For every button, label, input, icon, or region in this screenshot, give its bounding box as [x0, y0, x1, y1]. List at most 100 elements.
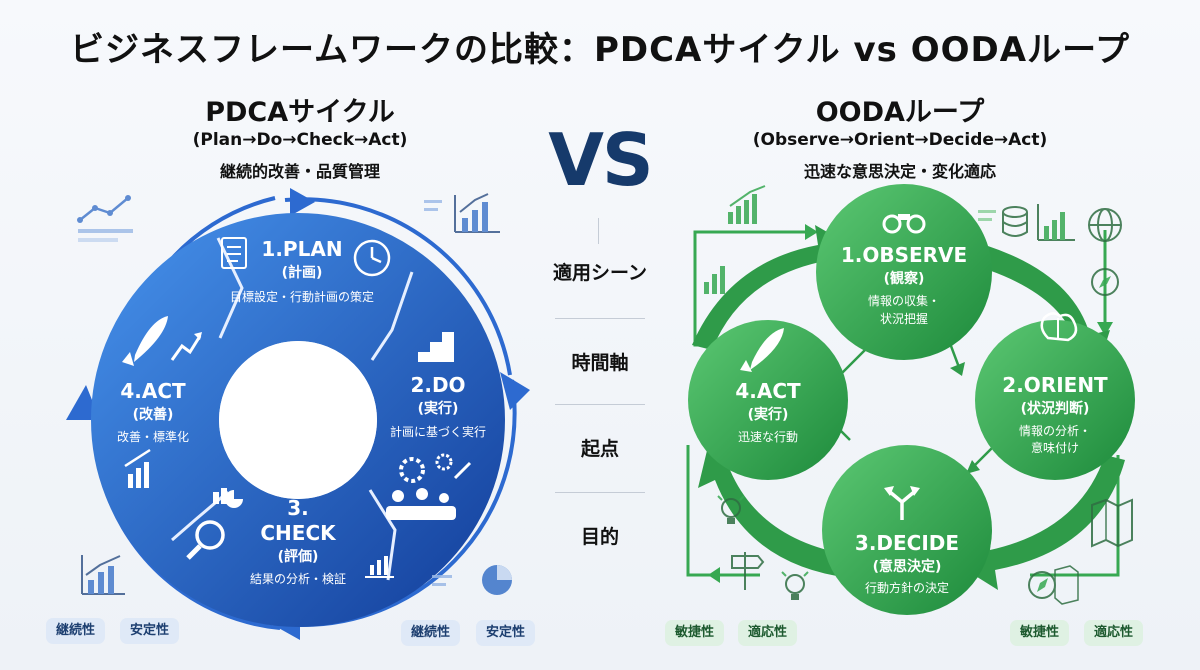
brain-icon [1040, 312, 1078, 342]
binoculars-icon [882, 214, 926, 234]
pie-chart-icon [432, 565, 512, 595]
pdca-tag-stability: 安定性 [476, 620, 536, 646]
line-chart-icon [365, 556, 394, 578]
bar-chart-icon [424, 193, 500, 233]
ooda-decide-name: 3.DECIDE [855, 531, 959, 555]
rocket-icon [122, 316, 168, 366]
pdca-check-jp: (評価) [278, 548, 319, 565]
pdca-title: PDCAサイクル [205, 97, 395, 128]
lightbulb-icon [781, 571, 809, 600]
pdca-divider [370, 271, 414, 361]
rocket-icon [740, 328, 784, 372]
ooda-tag-adaptability: 適応性 [738, 620, 798, 646]
mid-label-scene: 適用シーン [552, 262, 648, 284]
database-icon [978, 206, 1028, 237]
signpost-icon [731, 552, 765, 590]
ooda-arrow-head [708, 567, 720, 583]
ooda-orient-desc: 情報の分析・ [1019, 424, 1091, 438]
pdca-act-desc: 改善・標準化 [117, 429, 189, 444]
ooda-feedback-line [1030, 455, 1120, 577]
pdca-check-desc: 結果の分析・検証 [250, 572, 346, 586]
ooda-arrow-head [1097, 322, 1113, 336]
pdca-ring [91, 213, 505, 627]
clock-icon [353, 239, 391, 277]
ooda-act-name: 4.ACT [735, 379, 801, 403]
mid-label-time: 時間軸 [571, 352, 629, 374]
pdca-cycle-diagram: 1.PLAN (計画) 目標設定・行動計画の策定 2.DO (実行) 計画に基づ… [66, 188, 530, 640]
ooda-decide-node [822, 445, 992, 615]
globe-icon [1088, 208, 1122, 242]
lightbulb-icon [717, 495, 745, 524]
mid-divider [555, 404, 645, 405]
pdca-do-jp: (実行) [418, 400, 459, 417]
ooda-observe-name: 1.OBSERVE [841, 243, 967, 267]
mid-label-purpose: 目的 [580, 526, 619, 548]
pdca-divider [368, 489, 397, 581]
map-icon [1091, 498, 1133, 548]
compass-icon [1091, 268, 1119, 296]
pdca-subtitle: (Plan→Do→Check→Act) [192, 130, 408, 150]
magnifier-icon [186, 520, 225, 560]
pdca-plan-desc: 目標設定・行動計画の策定 [230, 289, 374, 304]
pie-chart-icon [213, 488, 243, 508]
team-icon [386, 488, 456, 520]
mid-divider-top [598, 218, 599, 244]
ooda-orient-jp: (状況判断) [1021, 400, 1090, 417]
pdca-check-num: 3. [287, 496, 309, 520]
ooda-act-node [688, 320, 848, 480]
pdca-plan-name: 1.PLAN [261, 237, 342, 261]
ooda-tag-adaptability: 適応性 [1084, 620, 1144, 646]
pdca-tag-stability: 安定性 [120, 618, 180, 644]
ooda-act-jp: (実行) [748, 406, 789, 423]
pdca-check-name: CHECK [260, 521, 337, 545]
pdca-arrow-head [500, 372, 530, 410]
ooda-title: OODAループ [815, 97, 985, 128]
bar-chart-icon [1037, 204, 1075, 241]
vs-label: VS [548, 118, 654, 202]
ooda-loop-diagram: 1.OBSERVE (観察) 情報の収集・ 状況把握 2.ORIENT (状況判… [686, 184, 1135, 615]
ooda-observe-jp: (観察) [884, 270, 925, 287]
bar-chart-icon [728, 185, 766, 224]
pdca-act-jp: (改善) [133, 406, 174, 423]
line-chart-icon [77, 195, 133, 242]
bar-chart-icon [81, 555, 125, 595]
ooda-orient-name: 2.ORIENT [1002, 373, 1108, 397]
pdca-act-name: 4.ACT [120, 379, 186, 403]
pdca-center [219, 341, 377, 499]
gears-icon [399, 453, 472, 483]
ooda-observe-desc: 情報の収集・ [868, 293, 940, 308]
pdca-divider [216, 237, 244, 339]
pdca-outer-arrow [284, 197, 512, 376]
pdca-do-desc: 計画に基づく実行 [390, 424, 486, 439]
bar-chart-icon [704, 266, 725, 294]
bar-chart-icon [124, 448, 151, 488]
mid-divider [555, 492, 645, 493]
notepad-icon [221, 237, 247, 269]
ooda-decide-desc: 行動方針の決定 [865, 580, 949, 595]
pdca-arrow-head [290, 188, 315, 216]
ooda-feedback-line [686, 445, 760, 577]
ooda-observe-node [816, 184, 992, 360]
ooda-flow-arrow [950, 455, 1125, 590]
ooda-decide-jp: (意思決定) [873, 558, 942, 575]
growth-arrow-icon [170, 332, 202, 361]
stairs-icon [418, 332, 454, 362]
ooda-tag-agility: 敏捷性 [1010, 620, 1070, 646]
mid-divider [555, 318, 645, 319]
ooda-desc: 迅速な意思決定・変化適応 [803, 162, 996, 181]
ooda-observe-desc2: 状況把握 [880, 311, 928, 326]
pdca-tag-continuity: 継続性 [401, 620, 461, 646]
compass-icon [1028, 565, 1079, 605]
pdca-do-name: 2.DO [410, 373, 465, 397]
ooda-subtitle: (Observe→Orient→Decide→Act) [752, 130, 1048, 150]
mid-label-origin: 起点 [580, 438, 619, 460]
pdca-plan-jp: (計画) [282, 264, 323, 281]
ooda-orient-node [975, 320, 1135, 480]
ooda-tag-agility: 敏捷性 [665, 620, 725, 646]
pdca-tag-continuity: 継続性 [46, 618, 106, 644]
ooda-arrow-head [805, 224, 818, 240]
page-title: ビジネスフレームワークの比較：PDCAサイクル vs OODAループ [69, 30, 1131, 70]
ooda-act-desc: 迅速な行動 [738, 430, 798, 444]
pdca-desc: 継続的改善・品質管理 [219, 162, 380, 181]
ooda-orient-desc2: 意味付け [1031, 440, 1079, 455]
